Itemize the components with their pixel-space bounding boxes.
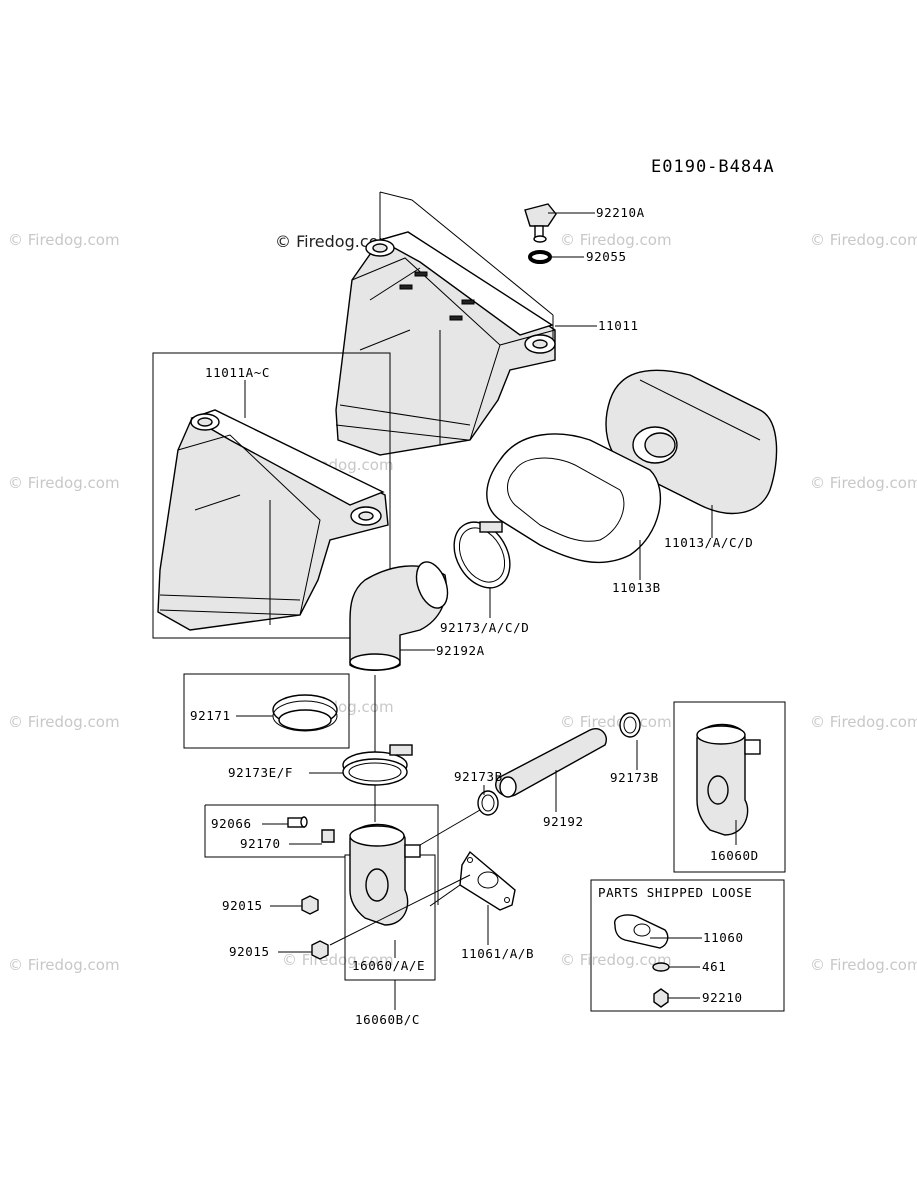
hose-clamp-92173ACD	[453, 521, 511, 589]
hose-clamp-92173B-left	[477, 790, 499, 816]
watermark: © Firedog.com	[8, 231, 120, 249]
intake-pipe-16060D	[696, 723, 761, 836]
watermark: © Firedog.com	[8, 956, 120, 974]
label-92055: 92055	[586, 249, 627, 264]
watermark: © Firedog.com	[810, 956, 917, 974]
label-92066: 92066	[211, 816, 252, 831]
watermarks: © Firedog.com © Firedog.com © Firedog.co…	[8, 231, 917, 974]
label-92173B-left: 92173B	[454, 769, 503, 784]
diagram-code: E0190-B484A	[651, 157, 775, 177]
variant-box-92171	[183, 673, 350, 749]
watermark: © Firedog.com	[282, 951, 394, 969]
intake-pipe-16060AE	[349, 823, 421, 926]
label-92192A: 92192A	[436, 643, 485, 658]
plug-92066	[287, 816, 308, 828]
pre-cleaner-11013B	[486, 433, 662, 563]
label-92173ACD: 92173/A/C/D	[440, 620, 529, 635]
label-11011AC: 11011A~C	[205, 365, 270, 380]
hose-clamp-92173B-right	[619, 712, 641, 738]
label-16060D: 16060D	[710, 848, 759, 863]
label-461: 461	[702, 959, 726, 974]
label-16060BC: 16060B/C	[355, 1012, 420, 1027]
hose-clamp-92173EF	[342, 744, 413, 786]
label-11061AB: 11061/A/B	[461, 946, 534, 961]
label-92210: 92210	[702, 990, 743, 1005]
gasket-11060	[614, 914, 669, 949]
label-92192: 92192	[543, 814, 584, 829]
watermark: © Firedog.com	[810, 713, 917, 731]
part-labels: 92210A 92055 11011 11011A~C 11013/A/C/D …	[190, 205, 759, 1027]
variant-box-11011AC	[152, 352, 391, 639]
label-92171: 92171	[190, 708, 231, 723]
label-16060AE: 16060/A/E	[352, 958, 425, 973]
parts-shipped-loose-box	[590, 879, 785, 1012]
label-92173EF: 92173E/F	[228, 765, 293, 780]
label-11013ACD: 11013/A/C/D	[664, 535, 753, 550]
watermark: © Firedog.com	[560, 951, 672, 969]
label-11013B: 11013B	[612, 580, 661, 595]
washer-461	[652, 962, 670, 972]
intake-elbow-92192A	[349, 561, 449, 671]
parts-shipped-loose-title: PARTS SHIPPED LOOSE	[598, 885, 752, 900]
breather-hose-92192	[495, 728, 607, 798]
washer-92055	[528, 250, 552, 264]
wing-bolt-92210A	[524, 203, 557, 243]
label-11011: 11011	[598, 318, 639, 333]
label-11060: 11060	[703, 930, 744, 945]
clip-92170	[321, 829, 335, 843]
watermark: © Firedog.com	[810, 231, 917, 249]
label-92015-upper: 92015	[222, 898, 263, 913]
watermark: © Firedog.com	[810, 474, 917, 492]
leader-lines	[236, 191, 737, 1010]
nut-92015-lower	[311, 940, 329, 960]
watermark: © Firedog.com	[560, 713, 672, 731]
watermark: © Firedog.com	[8, 713, 120, 731]
label-92015-lower: 92015	[229, 944, 270, 959]
label-92210A: 92210A	[596, 205, 645, 220]
air-cleaner-cover-11011AC	[157, 409, 389, 631]
nut-92015-upper	[301, 895, 319, 915]
watermark-prominent: © Firedog.com	[275, 232, 394, 251]
label-92173B-right: 92173B	[610, 770, 659, 785]
gasket-11061AB	[459, 850, 516, 911]
watermark: © Firedog.com	[560, 231, 672, 249]
nut-92210	[653, 988, 669, 1008]
label-92170: 92170	[240, 836, 281, 851]
variant-box-16060D	[673, 701, 786, 873]
variant-box-92066	[204, 804, 439, 905]
air-cleaner-cover-11011	[335, 231, 556, 456]
watermark: © Firedog.com	[8, 474, 120, 492]
hose-clamp-92171	[272, 694, 338, 732]
